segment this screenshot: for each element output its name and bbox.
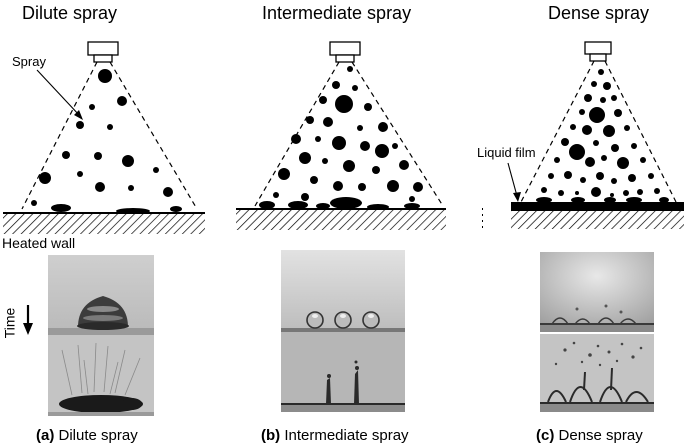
heated-wall <box>511 211 684 229</box>
label-spray: Spray <box>12 54 46 69</box>
spray-cone-edge-left <box>21 61 98 210</box>
caption-b-tag: (b) <box>261 427 281 444</box>
panel-dense <box>507 41 684 412</box>
caption-b-text: Intermediate spray <box>284 427 409 444</box>
nozzle-icon <box>329 41 361 63</box>
photo-intermediate-top <box>281 250 405 332</box>
separator-dots <box>482 208 483 228</box>
spray-cone-edge-right <box>109 61 198 210</box>
title-dilute-spray: Dilute spray <box>22 3 118 23</box>
photo-intermediate-bottom <box>281 332 405 412</box>
photo-dilute-bottom <box>48 335 154 416</box>
spray-cone-edge-right <box>351 61 444 207</box>
wall-deposits <box>536 197 669 203</box>
droplets <box>31 69 173 206</box>
caption-a-text: Dilute spray <box>58 427 138 444</box>
caption-a: (a) Dilute spray <box>36 428 138 443</box>
panel-intermediate <box>236 41 446 412</box>
caption-c-text: Dense spray <box>558 427 643 444</box>
panel-dilute <box>3 41 205 416</box>
caption-b: (b) Intermediate spray <box>261 428 409 443</box>
liquid-film <box>511 202 684 211</box>
photo-dilute-top <box>48 255 154 335</box>
title-dense-spray: Dense spray <box>548 3 650 23</box>
heated-wall <box>3 214 205 234</box>
photo-dense-top <box>540 252 654 332</box>
caption-c-tag: (c) <box>536 427 555 444</box>
droplets <box>541 69 660 197</box>
spray-cone-edge-left <box>254 61 340 207</box>
nozzle-icon <box>584 41 612 62</box>
wall-deposits <box>259 197 420 210</box>
label-liquid-film: Liquid film <box>477 145 536 160</box>
nozzle-icon <box>87 41 119 63</box>
caption-c: (c) Dense spray <box>536 428 643 443</box>
photo-dense-bottom <box>540 334 654 412</box>
time-arrow-down-icon <box>23 323 33 335</box>
liquid-film-pointer-arrow <box>507 162 518 197</box>
title-intermediate-spray: Intermediate spray <box>262 3 412 23</box>
droplets <box>273 66 423 202</box>
spray-arrowhead-icon <box>74 110 83 120</box>
heated-wall <box>236 210 446 230</box>
caption-a-tag: (a) <box>36 427 55 444</box>
spray-pointer-arrow <box>36 69 81 117</box>
liquid-film-arrowhead-icon <box>513 192 521 202</box>
label-heated-wall: Heated wall <box>2 235 76 251</box>
